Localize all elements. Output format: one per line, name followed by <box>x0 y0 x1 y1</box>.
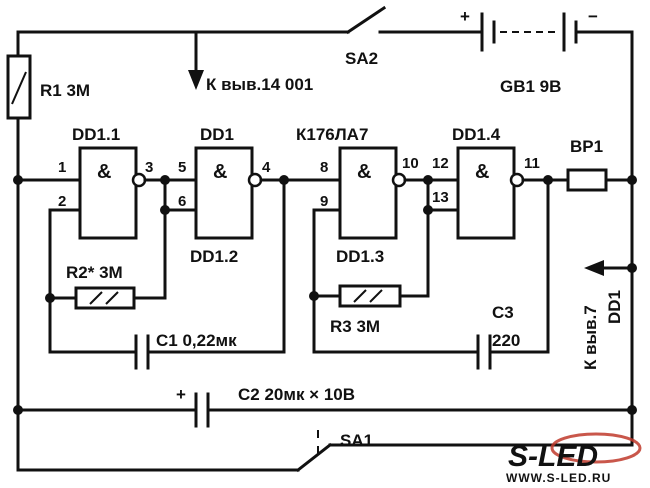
pin7-label: К выв.7 <box>581 305 600 370</box>
signal-wiring <box>16 178 634 354</box>
pin-8: 8 <box>320 159 328 176</box>
dd1-4-label: DD1.4 <box>452 125 501 144</box>
r3-label: R3 3M <box>330 317 380 336</box>
sa1-label: SA1 <box>340 431 373 450</box>
pin-10: 10 <box>402 155 419 172</box>
watermark-logo: S-LED WWW.S-LED.RU <box>506 432 642 485</box>
pin-2: 2 <box>58 193 66 210</box>
pin7-chip: DD1 <box>605 290 624 324</box>
pin-11: 11 <box>524 155 540 172</box>
pin-3: 3 <box>145 159 153 176</box>
gate-dd1-4-symbol: & <box>475 161 489 183</box>
pin14-label: К выв.14 001 <box>206 75 313 94</box>
pin-13: 13 <box>432 189 449 206</box>
c3-label: C3 <box>492 303 514 322</box>
bottom-rail <box>16 408 634 472</box>
resistor-r2 <box>74 286 136 310</box>
battery-gb1 <box>480 12 578 52</box>
junction-dots <box>13 175 637 415</box>
capacitor-c2 <box>194 392 210 428</box>
gate-dd1-2-symbol: & <box>213 161 227 183</box>
battery-plus: + <box>460 7 470 26</box>
gate-dd1-4 <box>456 146 525 240</box>
pin-5: 5 <box>178 159 186 176</box>
capacitor-c3 <box>476 334 492 370</box>
c3-value: 220 <box>492 331 520 350</box>
buzzer-bp1 <box>566 168 608 192</box>
c1-label: C1 0,22мк <box>156 331 237 350</box>
gate-dd1-1 <box>78 146 147 240</box>
gate-dd1-3 <box>338 146 407 240</box>
pin14-arrow <box>188 30 204 90</box>
capacitor-c1 <box>134 334 150 370</box>
battery-minus: − <box>588 7 598 26</box>
dd1-3-label: DD1.3 <box>336 247 384 266</box>
gate-dd1-2 <box>194 146 263 240</box>
gate-dd1-1-symbol: & <box>97 161 111 183</box>
pin-9: 9 <box>320 193 328 210</box>
r2-label: R2* 3M <box>66 263 123 282</box>
dd1-2-label: DD1.2 <box>190 247 238 266</box>
gb1-label: GB1 9В <box>500 77 561 96</box>
pin-12: 12 <box>432 155 449 172</box>
dd1-1-label: DD1.1 <box>72 125 120 144</box>
gate-dd1-3-symbol: & <box>357 161 371 183</box>
dd1-label: DD1 <box>200 125 234 144</box>
bp1-label: BP1 <box>570 137 603 156</box>
pin7-arrow <box>584 260 634 276</box>
pin-6: 6 <box>178 193 186 210</box>
pin-4: 4 <box>262 159 271 176</box>
resistor-r1 <box>6 54 32 120</box>
c2-plus: + <box>176 385 186 404</box>
sa2-label: SA2 <box>345 49 378 68</box>
resistor-r3 <box>338 284 402 308</box>
k176-label: К176ЛА7 <box>296 125 368 144</box>
watermark-brand: S-LED <box>508 440 598 473</box>
switch-sa1 <box>295 430 333 473</box>
r1-label: R1 3M <box>40 81 90 100</box>
pin-1: 1 <box>58 159 66 176</box>
watermark-url: WWW.S-LED.RU <box>506 471 611 485</box>
switch-sa2 <box>345 5 387 35</box>
c2-label: C2 20мк × 10В <box>238 385 355 404</box>
